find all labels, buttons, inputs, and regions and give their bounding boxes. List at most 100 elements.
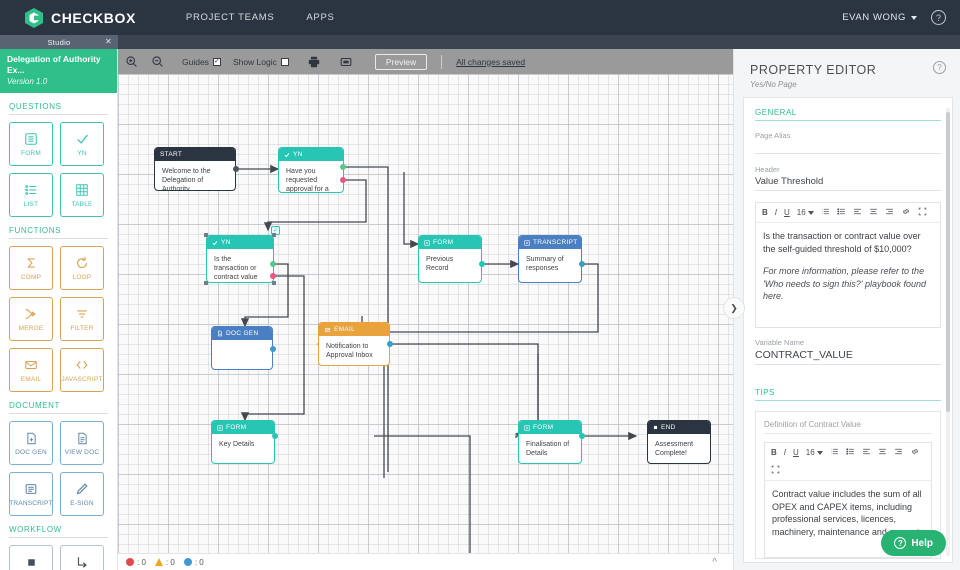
status-info[interactable]: : 0 xyxy=(183,558,204,567)
header-input[interactable]: Value Threshold xyxy=(755,176,941,191)
preview-button[interactable]: Preview xyxy=(374,53,428,70)
nav-link-project-teams[interactable]: PROJECT TEAMS xyxy=(185,12,275,23)
show-logic-checkbox[interactable] xyxy=(280,57,289,66)
tab-studio[interactable]: Studio ✕ xyxy=(0,35,118,49)
bold-button[interactable]: B xyxy=(762,208,768,217)
align-right-icon[interactable] xyxy=(885,207,894,218)
selection-handle[interactable] xyxy=(272,233,276,237)
node-start[interactable]: START Welcome to the Delegation of Autho… xyxy=(154,147,236,191)
expand-icon[interactable] xyxy=(771,465,925,476)
header-rich-text-editor[interactable]: B I U 16 Is the transaction or contract … xyxy=(755,202,941,328)
expand-icon[interactable] xyxy=(918,207,927,218)
tile-loop[interactable]: LOOP xyxy=(60,246,104,290)
node-port-out[interactable] xyxy=(579,261,585,267)
align-left-icon[interactable] xyxy=(853,207,862,218)
show-logic-toggle[interactable]: Show Logic xyxy=(233,57,289,67)
scrollbar-thumb[interactable] xyxy=(946,112,950,412)
tile-view-doc[interactable]: VIEW DOC xyxy=(60,421,104,465)
node-port-out[interactable] xyxy=(272,433,278,439)
status-warnings[interactable]: : 0 xyxy=(154,558,175,567)
node-form-key-details[interactable]: FORM Key Details xyxy=(211,420,275,464)
zoom-in-icon[interactable] xyxy=(118,55,144,68)
selection-handle[interactable] xyxy=(204,281,208,285)
align-center-icon[interactable] xyxy=(869,207,878,218)
ordered-list-icon[interactable] xyxy=(830,447,839,458)
align-center-icon[interactable] xyxy=(878,447,887,458)
tile-workflow[interactable]: WORKFLOW xyxy=(60,545,104,570)
tile-doc-gen[interactable]: DOC GEN xyxy=(9,421,53,465)
underline-button[interactable]: U xyxy=(793,448,799,457)
link-icon[interactable] xyxy=(901,207,911,218)
node-port-out[interactable] xyxy=(270,346,276,352)
node-port-yes[interactable] xyxy=(270,261,276,267)
close-icon[interactable]: ✕ xyxy=(104,37,112,46)
tile-transcript[interactable]: TRANSCRIPT xyxy=(9,472,53,516)
ordered-list-icon[interactable] xyxy=(821,207,830,218)
zoom-out-icon[interactable] xyxy=(144,55,170,68)
tile-merge[interactable]: MERGE xyxy=(9,297,53,341)
tile-yn[interactable]: YN xyxy=(60,122,104,166)
node-port-no[interactable] xyxy=(270,273,276,279)
guides-checkbox[interactable]: ✓ xyxy=(212,57,221,66)
italic-button[interactable]: I xyxy=(783,448,787,457)
node-end[interactable]: END Assessment Complete! xyxy=(647,420,711,464)
status-errors[interactable]: : 0 xyxy=(126,558,146,567)
help-button[interactable]: ? Help xyxy=(881,530,946,556)
list-icon xyxy=(24,183,38,198)
node-form-previous-record[interactable]: FORM Previous Record xyxy=(418,235,482,283)
node-form-finalisation[interactable]: FORM Finalisation of Details xyxy=(518,420,582,464)
variable-name-input[interactable]: CONTRACT_VALUE xyxy=(755,349,941,365)
tips-card-title[interactable]: Definition of Contract Value xyxy=(764,420,932,434)
help-icon[interactable]: ? xyxy=(933,61,946,74)
tile-filter[interactable]: FILTER xyxy=(60,297,104,341)
tile-list[interactable]: LIST xyxy=(9,173,53,217)
page-alias-input[interactable] xyxy=(755,142,941,154)
italic-button[interactable]: I xyxy=(774,208,778,217)
font-size-select[interactable]: 16 xyxy=(797,208,814,217)
chevron-up-icon[interactable]: ^ xyxy=(712,557,717,568)
workflow-canvas[interactable]: START Welcome to the Delegation of Autho… xyxy=(118,74,733,553)
user-menu[interactable]: EVAN WONG xyxy=(842,12,917,23)
tile-comp[interactable]: COMP xyxy=(9,246,53,290)
unordered-list-icon[interactable] xyxy=(846,447,855,458)
selection-handle[interactable] xyxy=(272,281,276,285)
tile-email[interactable]: EMAIL xyxy=(9,348,53,392)
align-right-icon[interactable] xyxy=(894,447,903,458)
help-icon[interactable]: ? xyxy=(931,10,946,25)
node-email[interactable]: EMAIL Notification to Approval Inbox xyxy=(318,322,390,366)
node-port-yes[interactable] xyxy=(340,164,346,170)
tile-table[interactable]: TABLE xyxy=(60,173,104,217)
bold-button[interactable]: B xyxy=(771,448,777,457)
font-size-select[interactable]: 16 xyxy=(806,448,823,457)
node-transcript[interactable]: TRANSCRIPT Summary of responses xyxy=(518,235,582,283)
nav-link-apps[interactable]: APPS xyxy=(306,12,335,23)
node-doc-gen[interactable]: DOC GEN xyxy=(211,326,273,370)
link-icon[interactable] xyxy=(910,447,920,458)
tips-rte-content[interactable]: Contract value includes the sum of all O… xyxy=(772,489,922,537)
node-yn-1[interactable]: YN Have you requested approval for a xyxy=(278,147,344,193)
node-yn-2[interactable]: YN Is the transaction or contract value xyxy=(206,235,274,283)
selection-handle[interactable] xyxy=(204,233,208,237)
node-header: EMAIL xyxy=(319,323,389,336)
pencil-icon xyxy=(75,482,89,497)
tile-form[interactable]: FORM xyxy=(9,122,53,166)
tile-e-sign[interactable]: E-SIGN xyxy=(60,472,104,516)
tile-javascript[interactable]: JAVASCRIPT xyxy=(60,348,104,392)
unordered-list-icon[interactable] xyxy=(837,207,846,218)
save-icon[interactable] xyxy=(333,55,359,69)
error-icon xyxy=(126,558,134,566)
project-header[interactable]: Delegation of Authority Ex... Version 1.… xyxy=(0,49,117,93)
node-port-out[interactable] xyxy=(579,433,585,439)
align-left-icon[interactable] xyxy=(862,447,871,458)
node-port-out[interactable] xyxy=(387,341,393,347)
tile-end[interactable]: END xyxy=(9,545,53,570)
node-port-no[interactable] xyxy=(340,177,346,183)
node-port-out[interactable] xyxy=(479,261,485,267)
guides-toggle[interactable]: Guides ✓ xyxy=(182,57,221,67)
node-port-out[interactable] xyxy=(233,166,239,172)
header-rte-content[interactable]: Is the transaction or contract value ove… xyxy=(756,223,940,327)
chevron-right-icon[interactable]: ❯ xyxy=(723,297,745,319)
printer-icon[interactable] xyxy=(301,55,327,69)
save-status-link[interactable]: All changes saved xyxy=(456,56,526,67)
underline-button[interactable]: U xyxy=(784,208,790,217)
